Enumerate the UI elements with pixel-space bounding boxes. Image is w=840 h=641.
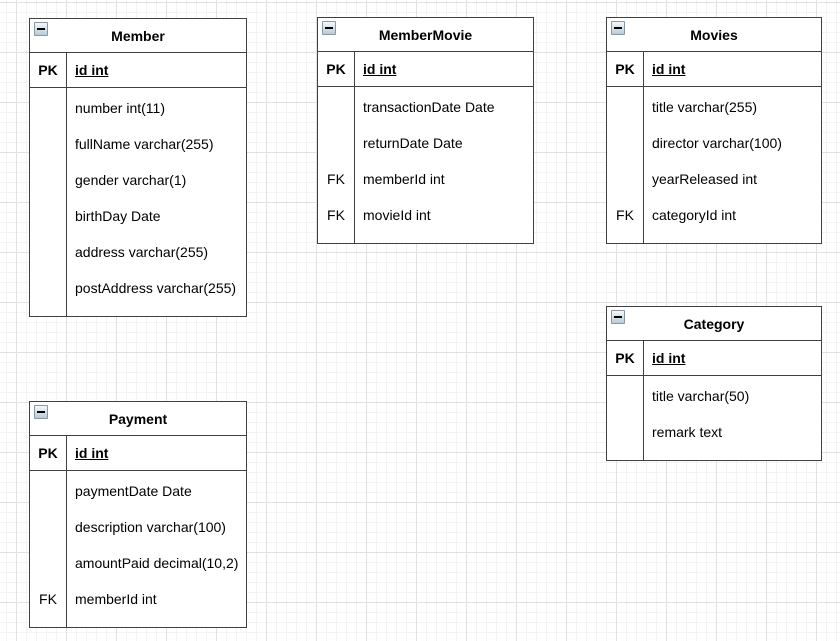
pk-badge: PK — [615, 61, 635, 77]
attribute-row[interactable]: FK categoryId int — [607, 197, 821, 233]
fk-badge: FK — [616, 207, 634, 223]
attribute-list: transactionDate Date returnDate Date FK … — [318, 87, 533, 243]
table-header[interactable]: Member — [30, 19, 246, 53]
attribute-row[interactable]: returnDate Date — [318, 125, 533, 161]
entity-table-payment[interactable]: Payment PK id int paymentDate Date descr… — [29, 401, 247, 628]
attribute-row[interactable]: number int(11) — [30, 90, 246, 126]
attribute-row[interactable]: description varchar(100) — [30, 509, 246, 545]
collapse-icon[interactable] — [611, 310, 625, 324]
attribute-text: movieId int — [363, 207, 431, 223]
table-sections: PK id int number int(11) fullName varcha… — [30, 53, 246, 316]
collapse-icon[interactable] — [34, 405, 48, 419]
key-column-divider — [66, 53, 67, 316]
table-title: Movies — [690, 26, 738, 43]
attribute-row[interactable]: postAddress varchar(255) — [30, 270, 246, 306]
collapse-icon[interactable] — [322, 21, 336, 35]
attribute-text: number int(11) — [75, 100, 166, 116]
attribute-list: title varchar(255) director varchar(100)… — [607, 87, 821, 243]
fk-badge: FK — [327, 207, 345, 223]
attribute-text: gender varchar(1) — [75, 172, 187, 188]
attribute-row[interactable]: birthDay Date — [30, 198, 246, 234]
table-header[interactable]: Category — [607, 307, 821, 341]
attribute-text: paymentDate Date — [75, 483, 192, 499]
attribute-text: memberId int — [363, 171, 445, 187]
table-sections: PK id int title varchar(255) director va… — [607, 52, 821, 243]
attribute-row[interactable]: title varchar(255) — [607, 89, 821, 125]
attribute-text: yearReleased int — [652, 171, 758, 187]
collapse-icon[interactable] — [611, 21, 625, 35]
attribute-text: memberId int — [75, 591, 157, 607]
entity-table-member[interactable]: Member PK id int number int(11) fullName… — [29, 18, 247, 317]
table-header[interactable]: Movies — [607, 18, 821, 52]
pk-field: id int — [652, 350, 686, 366]
attribute-list: paymentDate Date description varchar(100… — [30, 471, 246, 627]
fk-badge: FK — [39, 591, 57, 607]
attribute-row[interactable]: address varchar(255) — [30, 234, 246, 270]
attribute-list: number int(11) fullName varchar(255) gen… — [30, 88, 246, 316]
attribute-row[interactable]: FK movieId int — [318, 197, 533, 233]
minus-glyph — [325, 27, 333, 29]
pk-field: id int — [652, 61, 686, 77]
key-column-divider — [643, 341, 644, 460]
minus-glyph — [37, 28, 45, 30]
attribute-row[interactable]: amountPaid decimal(10,2) — [30, 545, 246, 581]
primary-key-row[interactable]: PK id int — [607, 341, 821, 376]
attribute-text: address varchar(255) — [75, 244, 209, 260]
table-header[interactable]: MemberMovie — [318, 18, 533, 52]
key-column-divider — [643, 52, 644, 243]
attribute-text: director varchar(100) — [652, 135, 782, 151]
attribute-list: title varchar(50) remark text — [607, 376, 821, 460]
attribute-row[interactable]: yearReleased int — [607, 161, 821, 197]
collapse-icon[interactable] — [34, 22, 48, 36]
attribute-text: amountPaid decimal(10,2) — [75, 555, 239, 571]
table-sections: PK id int paymentDate Date description v… — [30, 436, 246, 627]
table-title: Payment — [108, 410, 168, 427]
attribute-text: categoryId int — [652, 207, 737, 223]
primary-key-row[interactable]: PK id int — [30, 436, 246, 471]
entity-table-category[interactable]: Category PK id int title varchar(50) rem… — [606, 306, 822, 461]
primary-key-row[interactable]: PK id int — [607, 52, 821, 87]
attribute-row[interactable]: remark text — [607, 414, 821, 450]
attribute-row[interactable]: fullName varchar(255) — [30, 126, 246, 162]
table-title: Member — [111, 27, 165, 44]
attribute-text: birthDay Date — [75, 208, 161, 224]
table-title: MemberMovie — [378, 26, 473, 43]
attribute-text: returnDate Date — [363, 135, 463, 151]
table-header[interactable]: Payment — [30, 402, 246, 436]
table-sections: PK id int transactionDate Date returnDat… — [318, 52, 533, 243]
pk-badge: PK — [38, 445, 58, 461]
attribute-row[interactable]: FK memberId int — [318, 161, 533, 197]
attribute-row[interactable]: gender varchar(1) — [30, 162, 246, 198]
attribute-text: remark text — [652, 424, 723, 440]
pk-badge: PK — [615, 350, 635, 366]
attribute-row[interactable]: title varchar(50) — [607, 378, 821, 414]
minus-glyph — [37, 411, 45, 413]
primary-key-row[interactable]: PK id int — [318, 52, 533, 87]
table-sections: PK id int title varchar(50) remark text — [607, 341, 821, 460]
attribute-text: title varchar(255) — [652, 99, 758, 115]
minus-glyph — [614, 316, 622, 318]
attribute-row[interactable]: paymentDate Date — [30, 473, 246, 509]
attribute-text: description varchar(100) — [75, 519, 226, 535]
attribute-text: title varchar(50) — [652, 388, 750, 404]
primary-key-row[interactable]: PK id int — [30, 53, 246, 88]
attribute-row[interactable]: FK memberId int — [30, 581, 246, 617]
key-column-divider — [66, 436, 67, 627]
fk-badge: FK — [327, 171, 345, 187]
entity-table-membermovie[interactable]: MemberMovie PK id int transactionDate Da… — [317, 17, 534, 244]
key-column-divider — [354, 52, 355, 243]
pk-badge: PK — [38, 62, 58, 78]
entity-table-movies[interactable]: Movies PK id int title varchar(255) dire… — [606, 17, 822, 244]
pk-field: id int — [363, 61, 397, 77]
attribute-text: transactionDate Date — [363, 99, 495, 115]
pk-field: id int — [75, 445, 109, 461]
attribute-text: fullName varchar(255) — [75, 136, 214, 152]
attribute-row[interactable]: director varchar(100) — [607, 125, 821, 161]
pk-badge: PK — [326, 61, 346, 77]
attribute-row[interactable]: transactionDate Date — [318, 89, 533, 125]
minus-glyph — [614, 27, 622, 29]
table-title: Category — [683, 315, 745, 332]
attribute-text: postAddress varchar(255) — [75, 280, 237, 296]
pk-field: id int — [75, 62, 109, 78]
